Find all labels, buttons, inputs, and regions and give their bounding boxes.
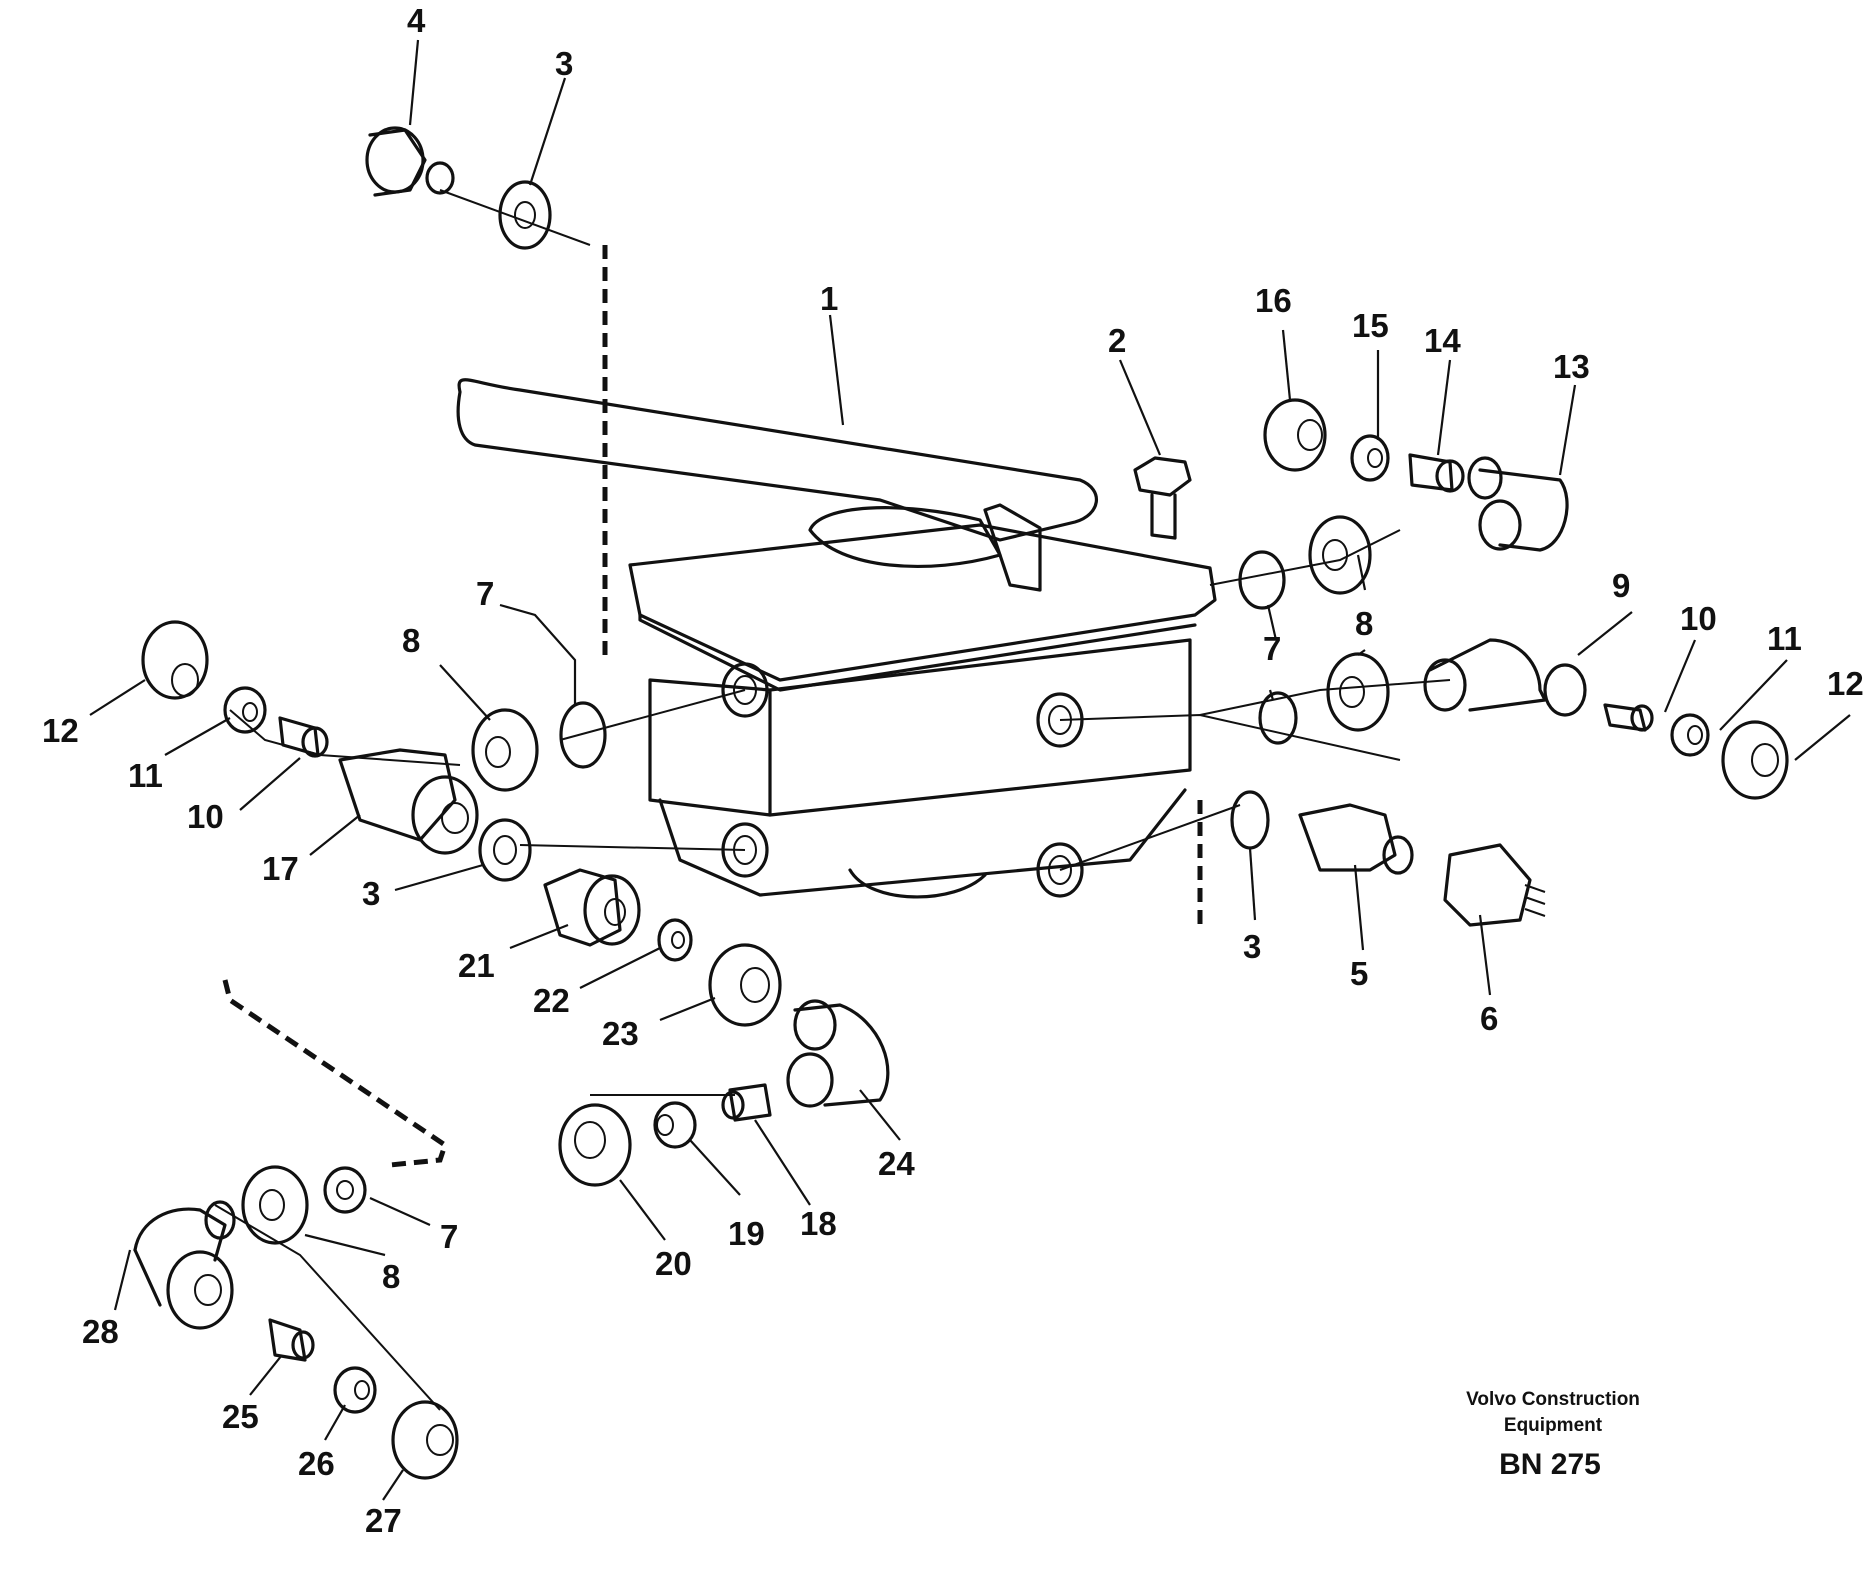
elbow-9: [1423, 638, 1587, 717]
label-8-upper-right: 8: [1355, 605, 1373, 642]
label-1: 1: [820, 280, 838, 317]
insert-18: [721, 1083, 772, 1122]
nut-23: [708, 943, 782, 1027]
leader-lines: [89, 39, 1851, 1501]
label-9: 9: [1612, 567, 1630, 604]
dashed-routing-lines: [222, 245, 1203, 1168]
label-27: 27: [365, 1502, 402, 1539]
label-5: 5: [1350, 955, 1368, 992]
label-3-left: 3: [362, 875, 380, 912]
label-8-left: 8: [402, 622, 420, 659]
label-19: 19: [728, 1215, 765, 1252]
label-15: 15: [1352, 307, 1389, 344]
caption-line-2: Equipment: [1504, 1415, 1603, 1436]
insert-10-right: [1603, 703, 1654, 732]
tee-17: [338, 748, 479, 855]
label-20: 20: [655, 1245, 692, 1282]
washer-7-left: [559, 701, 607, 769]
washer-7-upper-right: [1238, 550, 1286, 610]
nut-8-mid-right: [1326, 652, 1390, 732]
plug-4: [365, 126, 455, 197]
nut-8-left: [471, 708, 539, 792]
label-16: 16: [1255, 282, 1292, 319]
nut-8-upper-right: [1308, 515, 1372, 595]
elbow-13: [1467, 456, 1569, 552]
label-3-right: 3: [1243, 928, 1261, 965]
sleeve-11-right: [1670, 713, 1710, 757]
label-28: 28: [82, 1313, 119, 1350]
label-7-upper-right: 7: [1263, 630, 1281, 667]
nut-12-left: [141, 620, 209, 700]
label-24: 24: [878, 1145, 915, 1182]
label-3-top: 3: [555, 45, 573, 82]
sleeve-26: [333, 1366, 377, 1414]
nut-16: [1263, 398, 1327, 472]
nut-8-bottom: [241, 1165, 309, 1245]
label-10-left: 10: [187, 798, 224, 835]
elbow-28: [133, 1200, 236, 1330]
washer-3-left: [478, 818, 532, 882]
label-26: 26: [298, 1445, 335, 1482]
insert-25: [268, 1318, 315, 1362]
label-12-right: 12: [1827, 665, 1864, 702]
connector-6: [1443, 843, 1546, 927]
bolt: [1133, 456, 1192, 540]
elbow-24: [786, 999, 890, 1108]
label-17: 17: [262, 850, 299, 887]
label-23: 23: [602, 1015, 639, 1052]
nut-20: [558, 1103, 632, 1187]
sleeve-11-left: [223, 686, 267, 734]
sensor-5: [1298, 803, 1414, 875]
diagram-code: BN 275: [1499, 1448, 1601, 1481]
caption-line-1: Volvo Construction: [1466, 1389, 1640, 1410]
nut-27: [391, 1400, 459, 1480]
label-7-left: 7: [476, 575, 494, 612]
label-18: 18: [800, 1205, 837, 1242]
label-14: 14: [1424, 322, 1461, 359]
label-12-left: 12: [42, 712, 79, 749]
nut-12-right: [1721, 720, 1789, 800]
label-25: 25: [222, 1398, 259, 1435]
insert-10-left: [278, 716, 329, 758]
label-10-right: 10: [1680, 600, 1717, 637]
label-13: 13: [1553, 348, 1590, 385]
label-6: 6: [1480, 1000, 1498, 1037]
caption: Volvo Construction Equipment BN 275: [1466, 1389, 1640, 1481]
label-21: 21: [458, 947, 495, 984]
label-22: 22: [533, 982, 570, 1019]
washer-3-right: [1230, 790, 1270, 850]
valve-body: [456, 378, 1217, 899]
label-7-bottom: 7: [440, 1218, 458, 1255]
washer-22: [657, 918, 693, 962]
label-4: 4: [407, 2, 426, 39]
washer-7-bottom: [323, 1166, 367, 1214]
sleeve-19: [653, 1101, 697, 1149]
label-8-bottom: 8: [382, 1258, 400, 1295]
washer-7-mid-right: [1258, 691, 1298, 745]
insert-14: [1408, 453, 1465, 493]
label-2: 2: [1108, 322, 1126, 359]
label-11-right: 11: [1767, 620, 1802, 657]
washer-3-top: [498, 180, 552, 250]
label-11-left: 11: [128, 757, 163, 794]
part-number-labels: 4 3 1 2 16 15 14 13 9 10 11 12 7 8 3 5 6…: [42, 2, 1864, 1539]
fitting-21: [543, 868, 641, 947]
sleeve-15: [1350, 434, 1390, 482]
